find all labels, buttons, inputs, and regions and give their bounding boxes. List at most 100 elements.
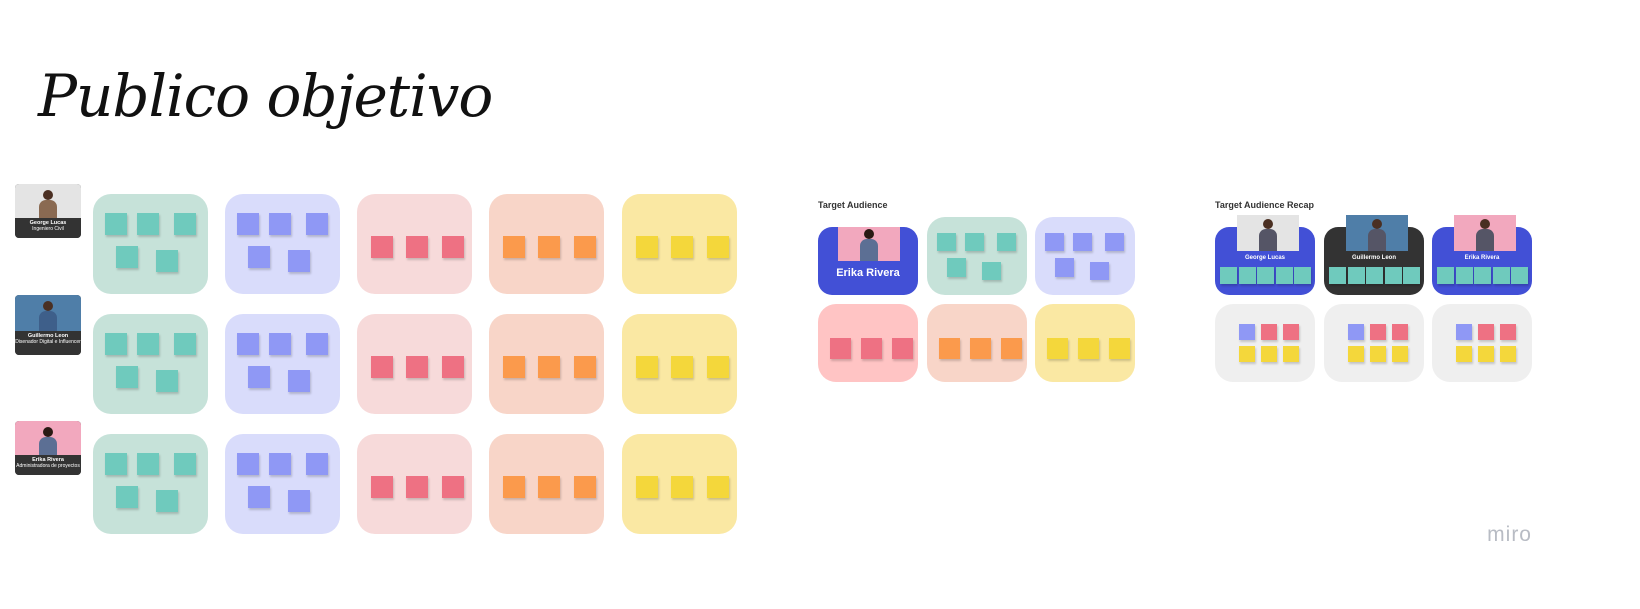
sticky-note[interactable]	[406, 236, 429, 258]
recap-persona-card[interactable]: George Lucas	[1215, 215, 1315, 295]
sticky-note[interactable]	[406, 356, 429, 378]
frame[interactable]	[927, 217, 1027, 295]
frame[interactable]	[927, 304, 1027, 382]
sticky-note[interactable]	[635, 236, 658, 258]
sticky-note[interactable]	[1073, 232, 1092, 252]
sticky-note[interactable]	[1348, 346, 1364, 362]
sticky-note[interactable]	[1105, 232, 1124, 252]
sticky-note[interactable]	[268, 453, 291, 475]
sticky-note[interactable]	[104, 453, 127, 475]
sticky-note[interactable]	[248, 366, 270, 388]
frame[interactable]	[622, 434, 737, 534]
sticky-note[interactable]	[136, 213, 159, 235]
sticky-note[interactable]	[1348, 324, 1364, 340]
sticky-note[interactable]	[370, 236, 393, 258]
sticky-note[interactable]	[538, 356, 561, 378]
sticky-note[interactable]	[1238, 267, 1256, 284]
recap-summary-frame[interactable]	[1215, 304, 1315, 382]
featured-persona-card[interactable]: Erika Rivera	[818, 227, 918, 295]
sticky-note[interactable]	[1239, 346, 1255, 362]
frame[interactable]	[225, 434, 340, 534]
sticky-note[interactable]	[1283, 324, 1299, 340]
sticky-note[interactable]	[1474, 267, 1491, 284]
sticky-note[interactable]	[1347, 267, 1365, 284]
sticky-note[interactable]	[707, 476, 730, 498]
sticky-note[interactable]	[248, 246, 270, 268]
sticky-note[interactable]	[104, 213, 127, 235]
sticky-note[interactable]	[1078, 337, 1099, 359]
sticky-note[interactable]	[970, 337, 991, 359]
sticky-note[interactable]	[236, 213, 259, 235]
sticky-note[interactable]	[173, 333, 196, 355]
frame[interactable]	[622, 314, 737, 414]
sticky-note[interactable]	[574, 476, 597, 498]
sticky-note[interactable]	[1366, 267, 1383, 284]
sticky-note[interactable]	[1109, 337, 1130, 359]
frame[interactable]	[489, 194, 604, 294]
sticky-note[interactable]	[997, 232, 1016, 252]
sticky-note[interactable]	[1456, 346, 1472, 362]
recap-persona-card[interactable]: Guillermo Leon	[1324, 215, 1424, 295]
sticky-note[interactable]	[156, 490, 179, 512]
sticky-note[interactable]	[156, 250, 179, 272]
sticky-note[interactable]	[574, 236, 597, 258]
sticky-note[interactable]	[707, 356, 730, 378]
sticky-note[interactable]	[173, 453, 196, 475]
sticky-note[interactable]	[1384, 267, 1402, 284]
recap-summary-frame[interactable]	[1324, 304, 1424, 382]
sticky-note[interactable]	[1403, 267, 1420, 284]
sticky-note[interactable]	[939, 337, 960, 359]
sticky-note[interactable]	[1478, 346, 1494, 362]
frame[interactable]	[622, 194, 737, 294]
sticky-note[interactable]	[1257, 267, 1274, 284]
sticky-note[interactable]	[830, 337, 851, 359]
sticky-note[interactable]	[370, 476, 393, 498]
sticky-note[interactable]	[1500, 346, 1516, 362]
frame[interactable]	[93, 314, 208, 414]
frame[interactable]	[225, 314, 340, 414]
sticky-note[interactable]	[861, 337, 882, 359]
sticky-note[interactable]	[236, 333, 259, 355]
sticky-note[interactable]	[1261, 324, 1277, 340]
sticky-note[interactable]	[1492, 267, 1510, 284]
sticky-note[interactable]	[1055, 258, 1074, 278]
sticky-note[interactable]	[305, 453, 328, 475]
frame[interactable]	[489, 314, 604, 414]
sticky-note[interactable]	[1500, 324, 1516, 340]
frame[interactable]	[357, 194, 472, 294]
sticky-note[interactable]	[236, 453, 259, 475]
sticky-note[interactable]	[136, 333, 159, 355]
sticky-note[interactable]	[1370, 346, 1386, 362]
sticky-note[interactable]	[1001, 337, 1022, 359]
frame[interactable]	[93, 434, 208, 534]
sticky-note[interactable]	[1283, 346, 1299, 362]
sticky-note[interactable]	[104, 333, 127, 355]
sticky-note[interactable]	[574, 356, 597, 378]
sticky-note[interactable]	[442, 356, 465, 378]
sticky-note[interactable]	[1329, 267, 1346, 284]
sticky-note[interactable]	[136, 453, 159, 475]
sticky-note[interactable]	[1045, 232, 1064, 252]
sticky-note[interactable]	[538, 236, 561, 258]
sticky-note[interactable]	[288, 370, 311, 392]
sticky-note[interactable]	[965, 232, 984, 252]
sticky-note[interactable]	[268, 213, 291, 235]
sticky-note[interactable]	[1090, 261, 1109, 281]
sticky-note[interactable]	[442, 236, 465, 258]
sticky-note[interactable]	[268, 333, 291, 355]
sticky-note[interactable]	[1392, 324, 1408, 340]
sticky-note[interactable]	[671, 476, 694, 498]
sticky-note[interactable]	[502, 236, 525, 258]
sticky-note[interactable]	[635, 356, 658, 378]
sticky-note[interactable]	[1239, 324, 1255, 340]
sticky-note[interactable]	[707, 236, 730, 258]
sticky-note[interactable]	[288, 250, 311, 272]
sticky-note[interactable]	[173, 213, 196, 235]
sticky-note[interactable]	[538, 476, 561, 498]
sticky-note[interactable]	[1294, 267, 1311, 284]
frame[interactable]	[357, 314, 472, 414]
sticky-note[interactable]	[671, 236, 694, 258]
sticky-note[interactable]	[671, 356, 694, 378]
sticky-note[interactable]	[116, 366, 138, 388]
